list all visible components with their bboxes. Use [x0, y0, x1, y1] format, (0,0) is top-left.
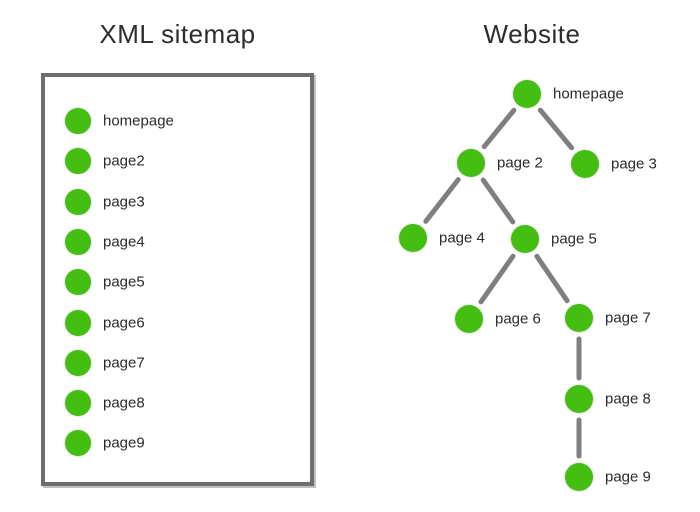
tree-edge-page5-page6	[478, 253, 516, 305]
tree-node-icon-homepage	[513, 80, 541, 108]
sitemap-item-label: page4	[103, 233, 145, 251]
tree-node-icon-page9	[565, 463, 593, 491]
website-title: Website	[483, 19, 581, 49]
tree-node-icon-page6	[455, 305, 483, 333]
page-dot-icon	[65, 228, 91, 255]
tree-node-icon-page7	[565, 304, 593, 332]
tree-node-label-page5: page 5	[551, 230, 597, 248]
tree-edge-page5-page7	[534, 253, 570, 304]
page-dot-icon	[65, 108, 91, 134]
tree-node-label-page4: page 4	[439, 229, 485, 247]
tree-edge-homepage-page3	[537, 107, 575, 151]
page-dot-icon	[65, 430, 91, 457]
sitemap-title: XML sitemap	[99, 19, 256, 49]
page-dot-icon	[65, 188, 91, 215]
sitemap-item-label: page7	[103, 354, 145, 372]
tree-node-label-page9: page 9	[605, 468, 651, 486]
tree-node-icon-page2	[457, 149, 485, 177]
tree-node-label-page7: page 7	[605, 309, 651, 327]
sitemap-item-label: page3	[103, 193, 145, 211]
sitemap-item-label: page2	[103, 152, 145, 170]
tree-edge-homepage-page2	[481, 107, 517, 150]
tree-node-icon-page3	[571, 150, 599, 178]
tree-node-label-page6: page 6	[495, 310, 541, 328]
sitemap-item-label: homepage	[103, 112, 174, 130]
tree-node-icon-page8	[565, 385, 593, 413]
tree-node-label-homepage: homepage	[553, 85, 624, 103]
page-dot-icon	[65, 390, 91, 417]
sitemap-item-label: page8	[103, 394, 145, 412]
tree-node-label-page8: page 8	[605, 390, 651, 408]
sitemap-item-label: page6	[103, 314, 145, 331]
page-dot-icon	[65, 148, 91, 175]
tree-edge-page2-page5	[480, 177, 516, 225]
tree-node-icon-page4	[399, 224, 427, 252]
tree-node-icon-page5	[511, 225, 539, 253]
tree-node-label-page3: page 3	[611, 155, 657, 173]
tree-edge-page2-page4	[423, 177, 461, 224]
sitemap-item-label: page9	[103, 434, 145, 452]
page-dot-icon	[65, 309, 91, 336]
page-dot-icon	[65, 349, 91, 376]
page-dot-icon	[65, 269, 91, 296]
tree-node-label-page2: page 2	[497, 154, 543, 172]
sitemap-item-label: page5	[103, 273, 145, 291]
